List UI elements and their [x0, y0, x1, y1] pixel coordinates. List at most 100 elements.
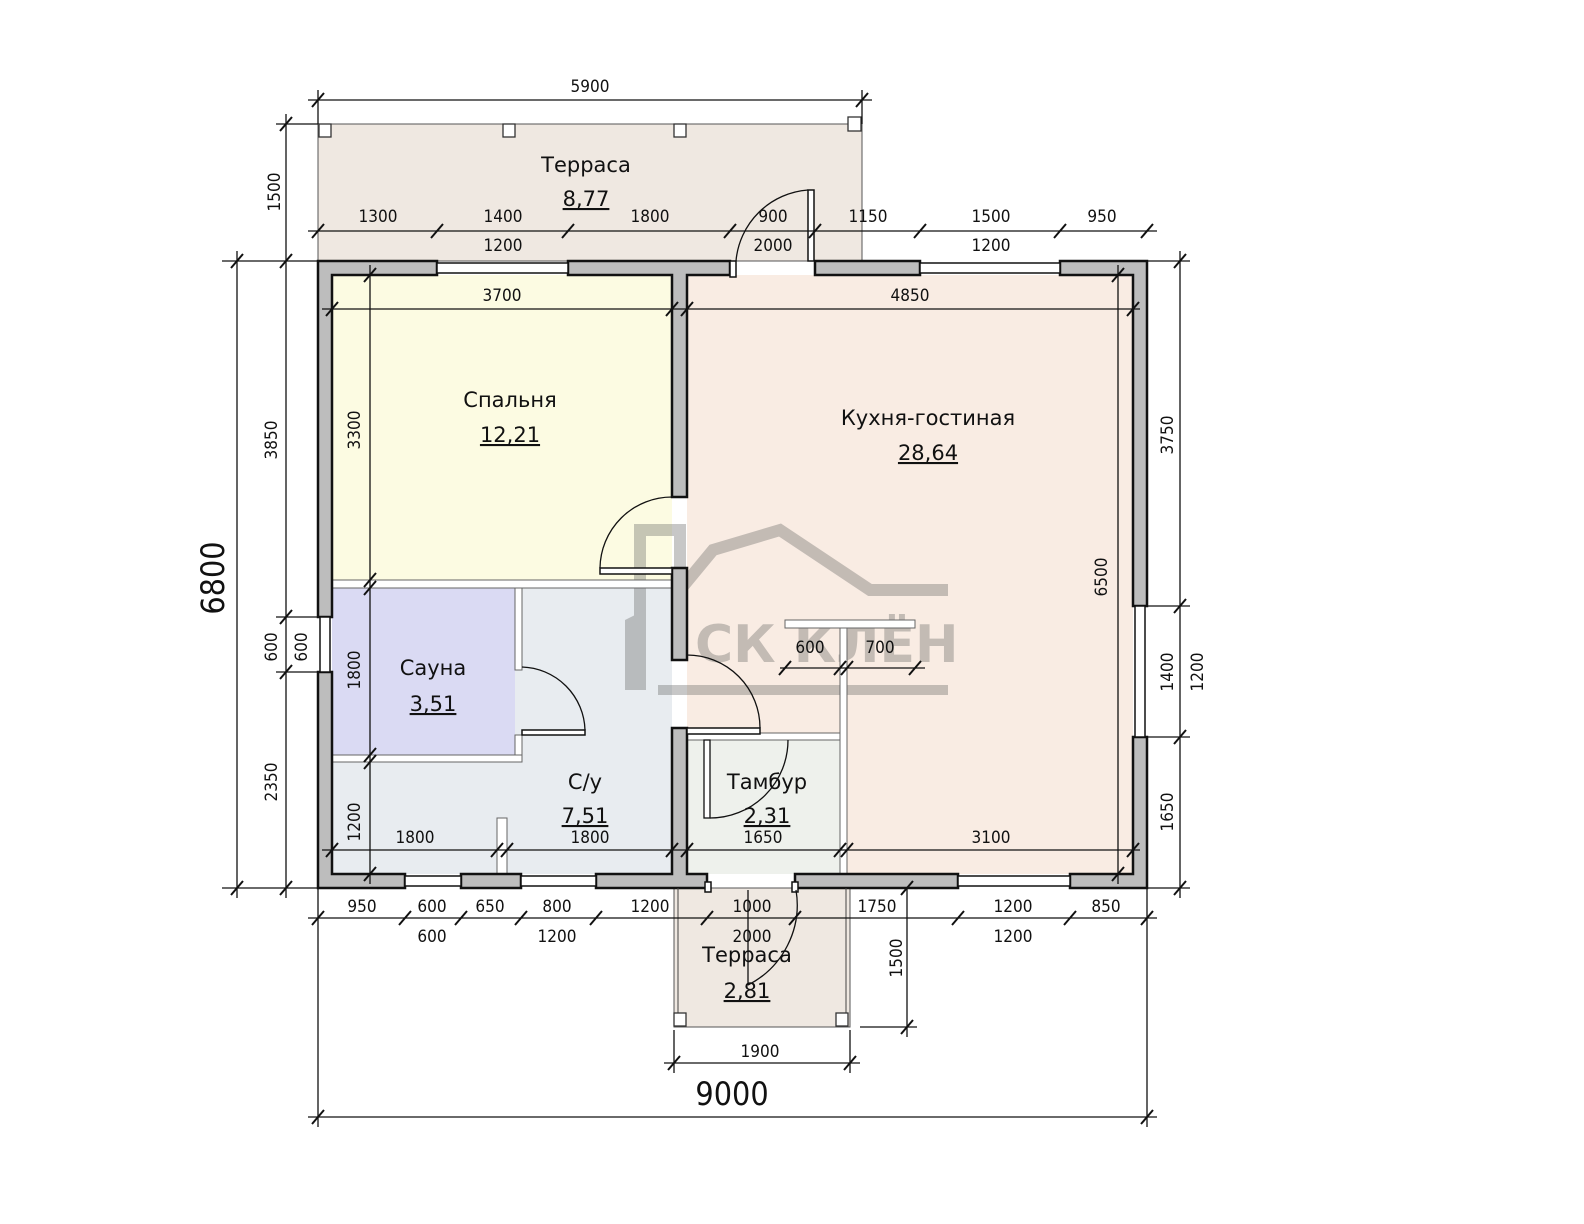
dimension-label: 1500 — [265, 173, 285, 212]
dimension-tick — [1053, 223, 1067, 239]
dimension-tick — [398, 910, 412, 926]
dimension-tick — [788, 910, 802, 926]
dimension-tick — [908, 660, 922, 676]
dimension-label: 600 — [417, 897, 446, 917]
dimension-label: 1800 — [631, 207, 670, 227]
dimension-tick — [325, 301, 339, 317]
dimension-tick — [363, 580, 377, 596]
dimension-tick — [430, 223, 444, 239]
dimension-label: 1200 — [631, 897, 670, 917]
dimension-tick — [279, 609, 293, 625]
dimension-label: 5900 — [571, 77, 610, 97]
room-name-kitchen-living: Кухня-гостиная — [841, 406, 1015, 430]
dimension-label: 900 — [758, 207, 787, 227]
room-area-vestibule: 2,31 — [744, 804, 791, 828]
dimension-tick — [230, 880, 244, 896]
dimension-label: 2000 — [754, 236, 793, 256]
room-labels: Терраса 8,77 Спальня 12,21 Кухня-гостина… — [400, 153, 1015, 1003]
dimension-label: 1650 — [744, 828, 783, 848]
dimension-tick — [363, 754, 377, 770]
dimension-tick — [700, 910, 714, 926]
dimension-label: 1300 — [359, 207, 398, 227]
room-area-sauna: 3,51 — [410, 692, 457, 716]
dimension-label: 1500 — [887, 939, 907, 978]
dimension-tick — [808, 223, 822, 239]
dimension-tick — [279, 116, 293, 132]
dimension-tick — [913, 223, 927, 239]
dimension-tick — [665, 301, 679, 317]
dimension-tick — [589, 910, 603, 926]
dimension-tick — [1111, 866, 1125, 882]
room-area-bathroom: 7,51 — [562, 804, 609, 828]
dimension-tick — [1173, 880, 1187, 896]
dimension-tick — [1173, 253, 1187, 269]
dimension-tick — [833, 842, 847, 858]
dimension-tick — [1063, 910, 1077, 926]
room-name-bedroom: Спальня — [463, 388, 556, 412]
doors — [521, 189, 815, 986]
dimension-tick — [855, 92, 869, 108]
dimension-ticks — [230, 92, 1187, 1125]
window — [919, 262, 1061, 274]
dimension-tick — [1140, 223, 1154, 239]
dimension-label: 1500 — [972, 207, 1011, 227]
dimension-label: 3100 — [972, 828, 1011, 848]
dimension-label: 850 — [1091, 897, 1120, 917]
dimension-tick — [325, 842, 339, 858]
dimension-tick — [840, 660, 854, 676]
window — [520, 875, 597, 887]
dimension-label: 1800 — [345, 651, 365, 690]
dimension-label: 650 — [475, 897, 504, 917]
dimension-label: 1900 — [741, 1042, 780, 1062]
dimension-label: 1750 — [858, 897, 897, 917]
dimension-label: 700 — [865, 638, 894, 658]
terrace-top-area — [317, 123, 863, 262]
dimension-tick — [279, 253, 293, 269]
room-name-sauna: Сауна — [400, 656, 467, 680]
dimension-label: 1800 — [571, 828, 610, 848]
dimension-label: 3300 — [345, 411, 365, 450]
dimension-tick — [514, 910, 528, 926]
dimension-labels: 5900 1500 1300 1400 1800 900 1150 1500 950 1200 20… — [262, 77, 1208, 1062]
dimension-label: 1800 — [396, 828, 435, 848]
dimension-tick — [723, 223, 737, 239]
dimension-label: 3750 — [1158, 416, 1178, 455]
dimension-tick — [680, 301, 694, 317]
dimension-label: 1650 — [1158, 793, 1178, 832]
terrace-bottom-area — [673, 887, 851, 1028]
dimension-tick — [665, 842, 679, 858]
dimension-tick — [230, 253, 244, 269]
window — [957, 875, 1071, 887]
dimension-label: 1150 — [849, 207, 888, 227]
dimension-tick — [667, 1055, 681, 1071]
dimension-label: 950 — [347, 897, 376, 917]
room-name-vestibule: Тамбур — [726, 770, 807, 794]
dimension-label: 2350 — [262, 763, 282, 802]
dimension-label: 4850 — [891, 286, 930, 306]
dimension-tick — [500, 842, 514, 858]
dimension-tick — [833, 660, 847, 676]
dimension-label: 950 — [1087, 207, 1116, 227]
dimension-label: 1400 — [484, 207, 523, 227]
dimension-label: 1400 — [1158, 653, 1178, 692]
dimension-label: 1200 — [538, 927, 577, 947]
dimension-tick — [1173, 729, 1187, 745]
window — [436, 262, 569, 274]
room-area-bedroom: 12,21 — [480, 423, 540, 447]
dimension-label: 1200 — [484, 236, 523, 256]
dimension-tick — [279, 880, 293, 896]
window — [1134, 605, 1146, 738]
dimension-label: 1200 — [994, 927, 1033, 947]
room-name-bathroom: С/у — [568, 770, 602, 794]
partitions — [331, 579, 916, 875]
terrace-posts — [318, 116, 862, 1027]
dimension-tick — [363, 747, 377, 763]
dimension-tick — [311, 92, 325, 108]
room-name-terrace-top: Терраса — [540, 153, 631, 177]
dimension-label: 1000 — [733, 897, 772, 917]
dimension-tick — [490, 842, 504, 858]
dimension-tick — [311, 1109, 325, 1125]
dimension-label: 600 — [795, 638, 824, 658]
dimension-tick — [363, 572, 377, 588]
dimension-tick — [454, 910, 468, 926]
